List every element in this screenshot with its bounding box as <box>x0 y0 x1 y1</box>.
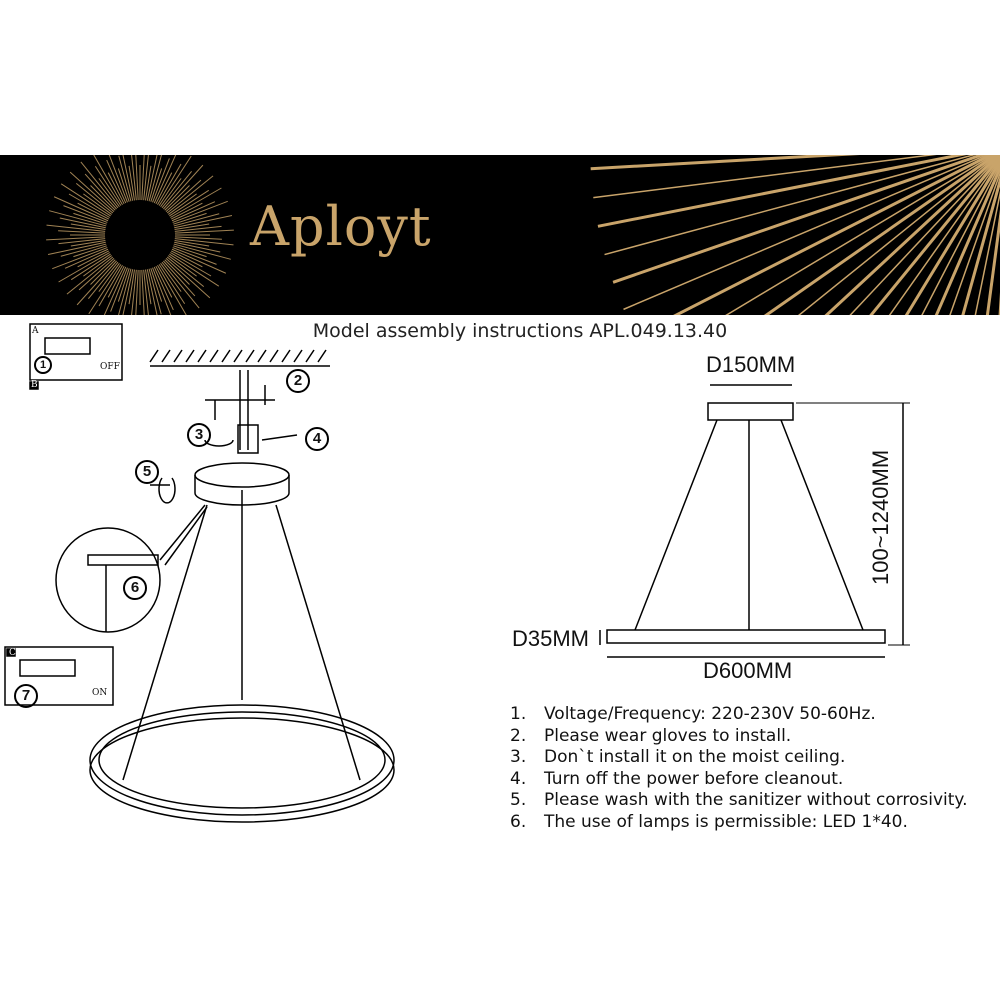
instruction-item: 5.Please wash with the sanitizer without… <box>510 790 968 810</box>
step-1-badge: 1 <box>34 356 52 374</box>
step-6-badge: 6 <box>123 576 147 600</box>
switch-off-label: OFF <box>100 362 120 372</box>
step-4-badge: 4 <box>305 427 329 451</box>
step-2-badge: 2 <box>286 369 310 393</box>
panel-b-letter: B <box>31 380 38 390</box>
height-range: 100~1240MM <box>868 449 893 585</box>
instruction-item: 4.Turn off the power before cleanout. <box>510 768 844 789</box>
step-7-badge: 7 <box>14 684 38 708</box>
brand-logo: Aployt <box>250 195 432 258</box>
ring-diameter: D600MM <box>703 658 793 683</box>
instruction-item: 1.Voltage/Frequency: 220-230V 50-60Hz. <box>510 704 876 724</box>
canopy-diameter: D150MM <box>706 352 796 377</box>
instruction-item: 3.Don`t install it on the moist ceiling. <box>510 747 846 767</box>
panel-a-letter: A <box>32 326 39 336</box>
ring-thickness: D35MM <box>512 626 590 651</box>
instruction-item: 6.The use of lamps is permissible: LED 1… <box>510 811 908 832</box>
instruction-item: 2.Please wear gloves to install. <box>510 725 792 746</box>
switch-on-label: ON <box>92 688 108 698</box>
sunburst-graphic <box>46 155 1000 315</box>
panel-c-letter: C <box>9 648 16 658</box>
step-3-badge: 3 <box>187 423 211 447</box>
step-5-badge: 5 <box>135 460 159 484</box>
instruction-list: 1.Voltage/Frequency: 220-230V 50-60Hz. 2… <box>510 704 967 833</box>
page-title: Model assembly instructions APL.049.13.4… <box>312 320 728 342</box>
brand-banner: Aployt <box>0 155 1000 315</box>
